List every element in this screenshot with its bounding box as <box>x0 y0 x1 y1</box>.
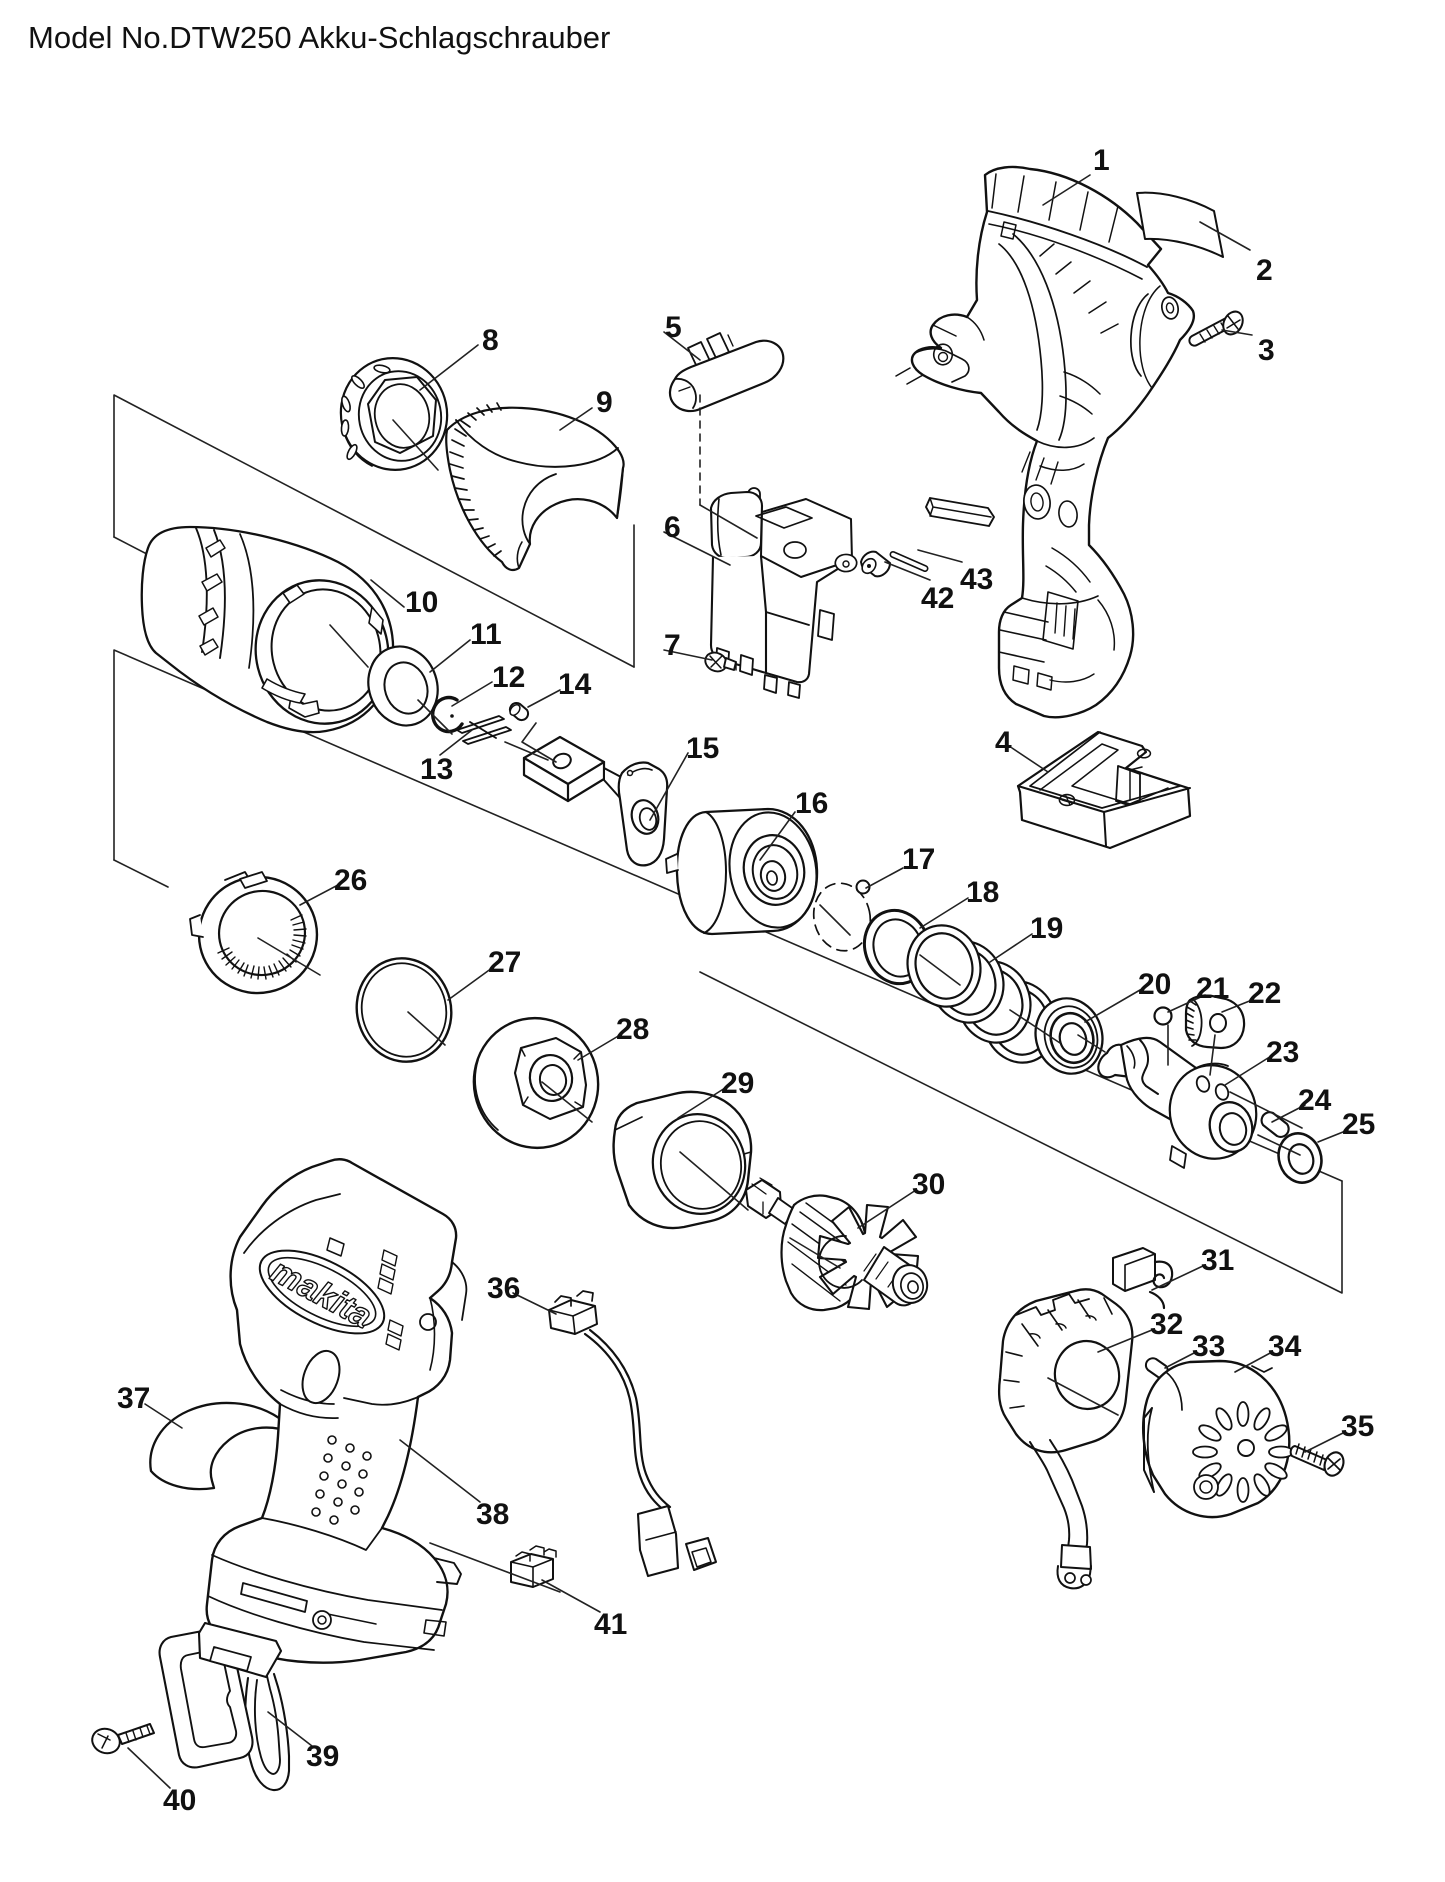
svg-text:29: 29 <box>721 1067 754 1100</box>
svg-text:43: 43 <box>960 563 993 596</box>
svg-text:18: 18 <box>966 876 999 909</box>
svg-text:39: 39 <box>306 1740 339 1773</box>
svg-text:34: 34 <box>1268 1330 1302 1363</box>
svg-text:9: 9 <box>596 386 613 419</box>
svg-text:1: 1 <box>1093 144 1110 177</box>
svg-text:23: 23 <box>1266 1036 1299 1069</box>
svg-text:Model No.DTW250 Akku-Schlagsch: Model No.DTW250 Akku-Schlagschrauber <box>28 20 610 55</box>
svg-text:16: 16 <box>795 787 828 820</box>
svg-text:27: 27 <box>488 946 521 979</box>
svg-text:14: 14 <box>558 668 592 701</box>
svg-text:12: 12 <box>492 661 525 694</box>
svg-text:32: 32 <box>1150 1308 1183 1341</box>
svg-text:38: 38 <box>476 1498 509 1531</box>
svg-text:13: 13 <box>420 753 453 786</box>
svg-text:6: 6 <box>664 511 681 544</box>
svg-text:37: 37 <box>117 1382 150 1415</box>
svg-text:31: 31 <box>1201 1244 1234 1277</box>
svg-text:35: 35 <box>1341 1410 1374 1443</box>
svg-text:24: 24 <box>1298 1084 1332 1117</box>
svg-text:3: 3 <box>1258 334 1275 367</box>
svg-text:22: 22 <box>1248 977 1281 1010</box>
svg-text:4: 4 <box>995 726 1012 759</box>
svg-text:17: 17 <box>902 843 935 876</box>
svg-text:20: 20 <box>1138 968 1171 1001</box>
svg-text:19: 19 <box>1030 912 1063 945</box>
svg-text:28: 28 <box>616 1013 649 1046</box>
svg-text:5: 5 <box>665 311 682 344</box>
svg-text:8: 8 <box>482 324 499 357</box>
svg-text:25: 25 <box>1342 1108 1375 1141</box>
svg-text:15: 15 <box>686 732 719 765</box>
svg-text:41: 41 <box>594 1608 627 1641</box>
svg-text:11: 11 <box>470 618 502 651</box>
svg-text:36: 36 <box>487 1272 520 1305</box>
svg-text:7: 7 <box>664 629 681 662</box>
svg-text:2: 2 <box>1256 254 1273 287</box>
svg-text:30: 30 <box>912 1168 945 1201</box>
svg-text:33: 33 <box>1192 1330 1225 1363</box>
svg-text:42: 42 <box>921 582 954 615</box>
svg-text:10: 10 <box>405 586 438 619</box>
svg-text:40: 40 <box>163 1784 196 1817</box>
svg-text:26: 26 <box>334 864 367 897</box>
svg-text:21: 21 <box>1196 972 1229 1005</box>
